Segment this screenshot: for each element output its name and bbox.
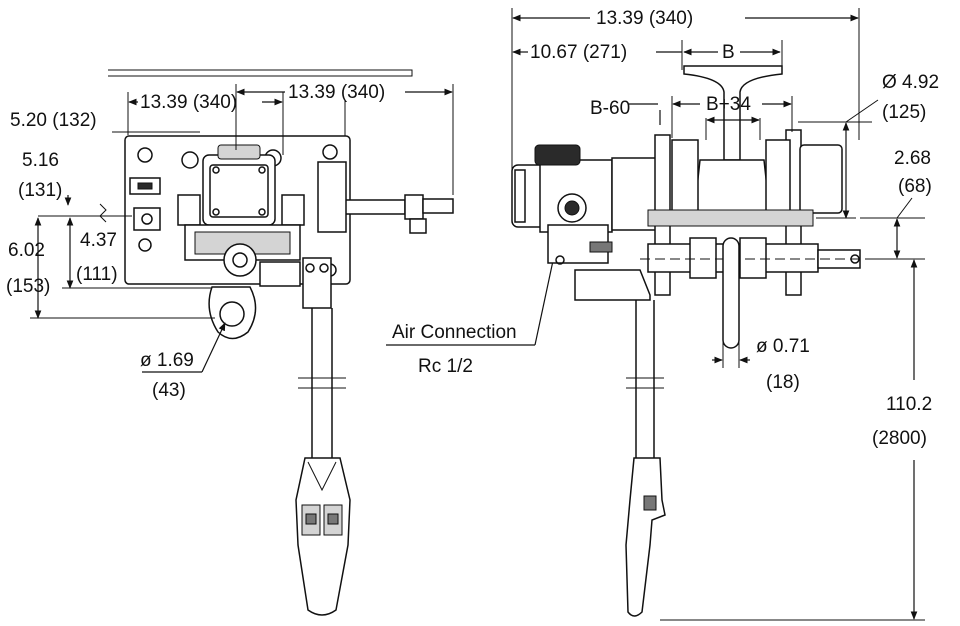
side-view: 13.39 (340) 10.67 (271) B B-60 B+34 Ø 4.… [511,8,939,621]
chain-box [302,257,332,309]
wheel [765,139,791,221]
dim-offset-in: 2.68 [894,148,931,169]
sprocket [223,243,257,277]
motor-cap [217,144,261,160]
chain-guide [259,261,301,287]
dim-pendant-mm: (2800) [872,428,927,449]
pendant-control [295,457,351,616]
dim-to-flange: 10.67 (271) [530,42,627,63]
dim-wheel-dia-in: Ø 4.92 [882,72,939,93]
side-block [281,194,305,226]
dim-chain-dia-in: ø 0.71 [756,336,810,357]
dim-hook-drop-in: 6.02 [8,240,45,261]
dim-body-drop-in: 4.37 [80,230,117,251]
dim-height-a: 5.20 (132) [10,110,97,131]
hand-chain [722,237,740,349]
fitting [555,255,565,265]
wheel [671,139,699,221]
bolt-hole [138,238,152,252]
pipe-drop [409,218,427,234]
dim-b-plus: B+34 [706,94,751,115]
fitting-port [141,213,153,225]
screw [305,263,315,273]
dim-mount-width: 13.39 (340) [140,92,237,113]
dim-hook-dia-mm: (43) [152,380,186,401]
pendant-control [625,457,666,617]
air-inlet-port [564,200,580,216]
shaft-collar [739,237,767,279]
motor-cover [209,164,269,218]
dim-offset-mm: (68) [898,176,932,197]
chain-wheel [574,269,651,301]
fitting-block [133,207,161,231]
air-connection-thread: Rc 1/2 [418,356,473,377]
pipe-tee [404,194,424,220]
button-glyph [327,513,339,525]
dim-height-b-in: 5.16 [22,150,59,171]
bolt-hole [137,147,153,163]
dim-height-b-mm: (131) [18,180,62,201]
dim-chain-dia-mm: (18) [766,372,800,393]
pendant-button [643,495,657,511]
side-block [177,194,201,226]
bolt-hole [322,144,338,160]
bolt-hole [181,151,199,169]
pendant-detail [307,461,337,492]
button-glyph [305,513,317,525]
hook-eye [219,301,245,327]
air-connection-label: Air Connection [392,322,517,343]
dim-wheel-dia-mm: (125) [882,102,926,123]
motor-fins [514,169,526,223]
dim-body-drop-mm: (111) [76,264,118,285]
pipe-bracket [317,161,347,233]
dim-hook-drop-mm: (153) [6,276,50,297]
motor-top [534,144,581,166]
screw [319,263,329,273]
screw [212,166,220,174]
dim-hook-dia-in: ø 1.69 [140,350,194,371]
shaft-collar [689,237,717,279]
screw [212,208,220,216]
dim-overall-width: 13.39 (340) [288,82,385,103]
wheel-cover [799,144,843,214]
upper-axle [647,209,814,227]
dim-flange-b: B [722,42,735,63]
front-view: 13.39 (340) 13.39 (340) 5.20 (132) 5.16 … [6,69,562,616]
beam-rail [108,69,413,77]
hook-block [208,286,257,340]
valve-handle [589,241,613,253]
dim-pendant-in: 110.2 [886,394,932,415]
screw [258,208,266,216]
pipe-end [422,198,454,214]
screw [258,166,266,174]
beam-web [693,159,771,216]
sprocket-hub [232,252,248,268]
valve-slot [137,182,153,190]
dim-side-overall: 13.39 (340) [596,8,693,29]
dim-b-minus: B-60 [590,98,630,119]
